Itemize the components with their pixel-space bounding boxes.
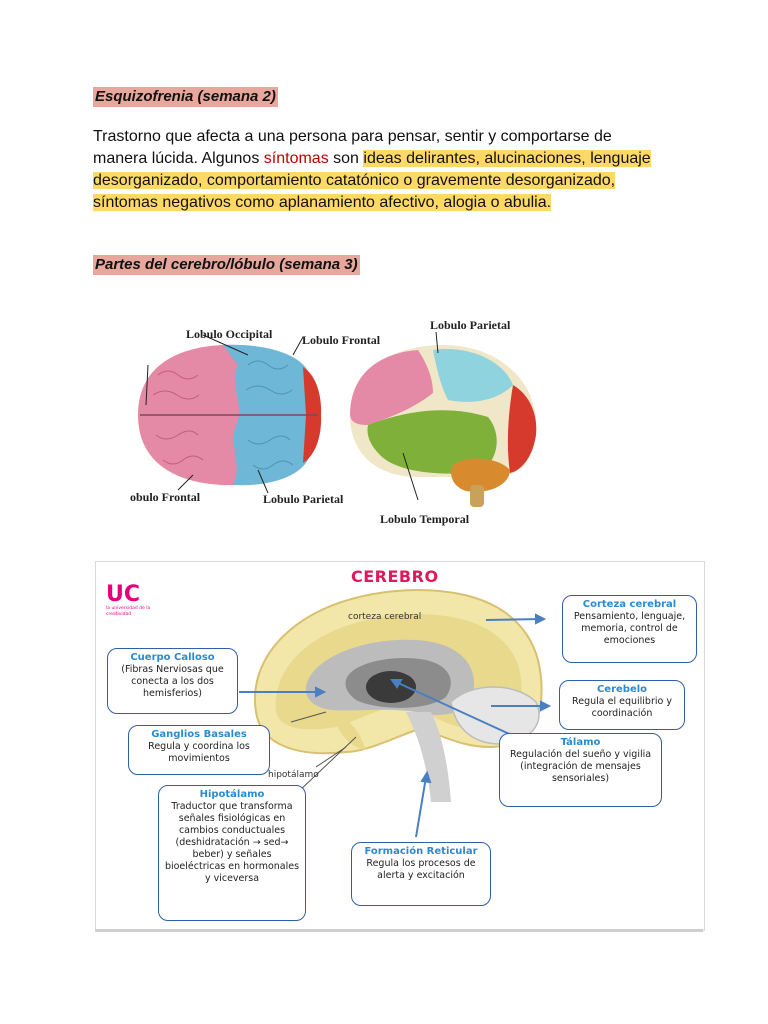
paragraph-esquizofrenia: Trastorno que afecta a una persona para … bbox=[93, 126, 653, 214]
box-cerebelo-title: Cerebelo bbox=[596, 684, 648, 695]
sintomas-word: síntomas bbox=[263, 150, 329, 167]
box-hipotalamo-title: Hipotálamo bbox=[199, 789, 265, 800]
paragraph-text-connector: son bbox=[328, 150, 364, 167]
label-lobulo-parietal-bottom: Lobulo Parietal bbox=[263, 492, 344, 506]
box-cuerpo-title: Cuerpo Calloso bbox=[130, 652, 215, 663]
box-ganglios-basales: Ganglios Basales Regula y coordina los m… bbox=[128, 725, 270, 775]
label-lobulo-parietal-top: Lobulo Parietal bbox=[430, 318, 511, 332]
box-ganglios-body: Regula y coordina los movimientos bbox=[148, 741, 250, 764]
box-corteza-cerebral: Corteza cerebral Pensamiento, lenguaje, … bbox=[562, 595, 697, 663]
brain-lobes-illustration bbox=[138, 331, 537, 507]
brain-lobes-figure: Lobulo Occipital Lobulo Frontal Lobulo P… bbox=[118, 305, 548, 530]
box-talamo-title: Tálamo bbox=[560, 737, 601, 748]
label-lobulo-frontal-bottom: obulo Frontal bbox=[130, 490, 201, 504]
box-hipotalamo: Hipotálamo Traductor que transforma seña… bbox=[158, 785, 306, 921]
box-corteza-title: Corteza cerebral bbox=[582, 599, 677, 610]
box-cuerpo-body: (Fibras Nerviosas que conecta a los dos … bbox=[121, 664, 224, 699]
box-corteza-body: Pensamiento, lenguaje, memoria, control … bbox=[573, 611, 686, 646]
label-corteza-cerebral: corteza cerebral bbox=[348, 612, 422, 622]
brain-sagittal-illustration bbox=[239, 588, 552, 838]
box-formacion-reticular: Formación Reticular Regula los procesos … bbox=[351, 842, 491, 906]
box-cerebelo-body: Regula el equilibrio y coordinación bbox=[572, 696, 672, 719]
label-lobulo-frontal-top: Lobulo Frontal bbox=[302, 333, 381, 347]
box-hipotalamo-body: Traductor que transforma señales fisioló… bbox=[164, 801, 300, 884]
uc-logo-subtitle: la universidad de la creatividad bbox=[106, 606, 151, 617]
box-cuerpo-calloso: Cuerpo Calloso (Fibras Nerviosas que con… bbox=[107, 648, 238, 714]
box-talamo: Tálamo Regulación del sueño y vigilia (i… bbox=[499, 733, 662, 807]
section-heading-esquizofrenia: Esquizofrenia (semana 2) bbox=[93, 87, 278, 107]
label-lobulo-occipital: Lobulo Occipital bbox=[186, 327, 273, 341]
section-heading-partes-cerebro: Partes del cerebro/lóbulo (semana 3) bbox=[93, 255, 360, 275]
label-hipotalamo: hipotálamo bbox=[268, 770, 319, 780]
label-lobulo-temporal: Lobulo Temporal bbox=[380, 512, 470, 526]
paragraph-text: Trastorno que afecta a una persona para … bbox=[93, 128, 612, 167]
uc-logo: UC la universidad de la creatividad bbox=[106, 584, 166, 618]
brain-top-view bbox=[138, 344, 322, 486]
box-ganglios-title: Ganglios Basales bbox=[151, 729, 247, 740]
uc-logo-mark: UC bbox=[106, 582, 141, 607]
box-cerebelo: Cerebelo Regula el equilibrio y coordina… bbox=[559, 680, 685, 730]
figure-bottom-divider bbox=[95, 929, 703, 932]
brain-side-view bbox=[350, 345, 537, 507]
cerebro-infographic: CEREBRO UC la universidad de la creativi… bbox=[95, 561, 705, 931]
box-talamo-body: Regulación del sueño y vigilia (integrac… bbox=[509, 749, 652, 784]
box-formacion-title: Formación Reticular bbox=[364, 846, 478, 857]
box-formacion-body: Regula los procesos de alerta y excitaci… bbox=[366, 858, 476, 881]
cerebro-title: CEREBRO bbox=[351, 567, 439, 586]
